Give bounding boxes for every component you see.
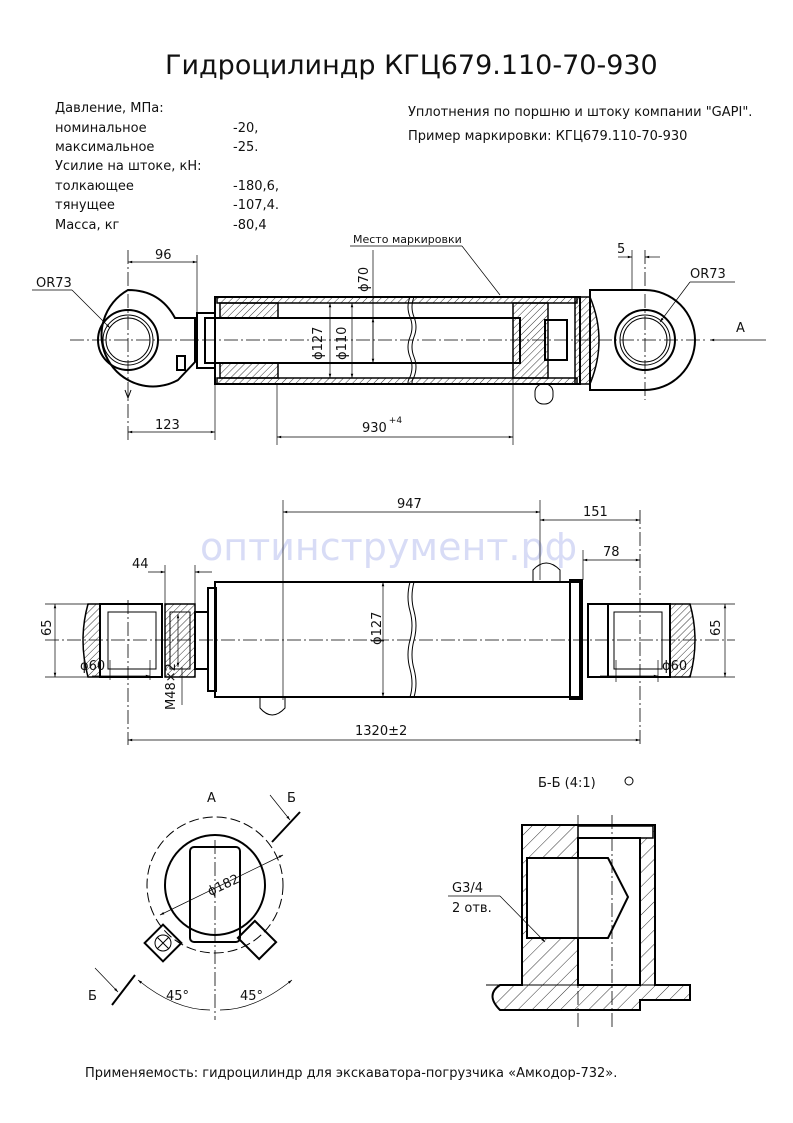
dim-65-left: 65: [40, 619, 55, 636]
thread-g34-label: G3/4: [452, 881, 483, 896]
dim-78: 78: [603, 545, 620, 560]
marking-example-note: Пример маркировки: КГЦ679.110-70-930: [408, 129, 687, 144]
spec-label: Усилие на штоке, кН:: [55, 159, 202, 174]
dim-phi127-side: ϕ127: [370, 612, 385, 645]
dim-123: 123: [155, 418, 180, 433]
dim-151: 151: [583, 505, 608, 520]
spec-label: Давление, МПа:: [55, 101, 164, 116]
top-view-section: 96 123 930 +4 5 OR73 OR73 А ϕ127 ϕ110 ϕ7…: [32, 233, 766, 445]
spec-label: тянущее: [55, 198, 115, 213]
section-mark-bottom: Б: [88, 989, 97, 1004]
section-mark-top: Б: [287, 791, 296, 806]
dim-phi110: ϕ110: [335, 327, 350, 360]
spec-label: толкающее: [55, 179, 134, 194]
spec-value: -107,4.: [233, 198, 279, 213]
spec-list: Давление, МПа: номинальное -20, максимал…: [55, 101, 279, 233]
drawing-title: Гидроцилиндр КГЦ679.110-70-930: [165, 50, 658, 81]
angle-right-45: 45°: [240, 989, 263, 1004]
spec-value: -25.: [233, 140, 258, 155]
seals-note: Уплотнения по поршню и штоку компании "G…: [408, 105, 752, 120]
side-view: 947 151 78 44 65 65 ϕ60 ϕ60 M48×2 ϕ127 1…: [40, 497, 735, 745]
dim-stroke-tolerance: +4: [389, 416, 403, 426]
watermark: оптинструмент.рф: [200, 525, 577, 569]
spec-label: Масса, кг: [55, 218, 120, 233]
spec-value: -80,4: [233, 218, 267, 233]
dim-44: 44: [132, 557, 149, 572]
spec-label: номинальное: [55, 121, 147, 136]
dim-96: 96: [155, 248, 172, 263]
holes-count-label: 2 отв.: [452, 901, 492, 916]
marking-place-label: Место маркировки: [353, 233, 462, 246]
dim-65-right: 65: [709, 619, 724, 636]
view-a-label: А: [207, 791, 216, 806]
dim-or73-right: OR73: [690, 267, 726, 282]
dim-phi127: ϕ127: [311, 327, 326, 360]
spec-value: -20,: [233, 121, 258, 136]
dim-947: 947: [397, 497, 422, 512]
dim-stroke: 930: [362, 421, 387, 436]
dim-phi70: ϕ70: [357, 267, 372, 292]
angle-left-45: 45°: [166, 989, 189, 1004]
dim-thread-m48: M48×2: [164, 663, 179, 710]
dim-phi60-right: ϕ60: [662, 659, 687, 674]
dim-5: 5: [617, 242, 625, 257]
section-bb-label: Б-Б (4:1): [538, 776, 596, 791]
dim-phi60-left: ϕ60: [80, 659, 105, 674]
applicability-note: Применяемость: гидроцилиндр для экскават…: [85, 1066, 617, 1081]
view-a-arrow-label: А: [736, 321, 745, 336]
spec-label: максимальное: [55, 140, 154, 155]
dim-overall-length: 1320±2: [355, 724, 407, 739]
dim-phi182: ϕ182: [205, 872, 242, 900]
view-a: А ϕ182 45° 45° Б Б: [88, 791, 301, 1020]
section-bb: Б-Б (4:1) G3/4 2 отв.: [448, 776, 691, 1030]
dim-or73-left: OR73: [36, 276, 72, 291]
spec-value: -180,6,: [233, 179, 279, 194]
